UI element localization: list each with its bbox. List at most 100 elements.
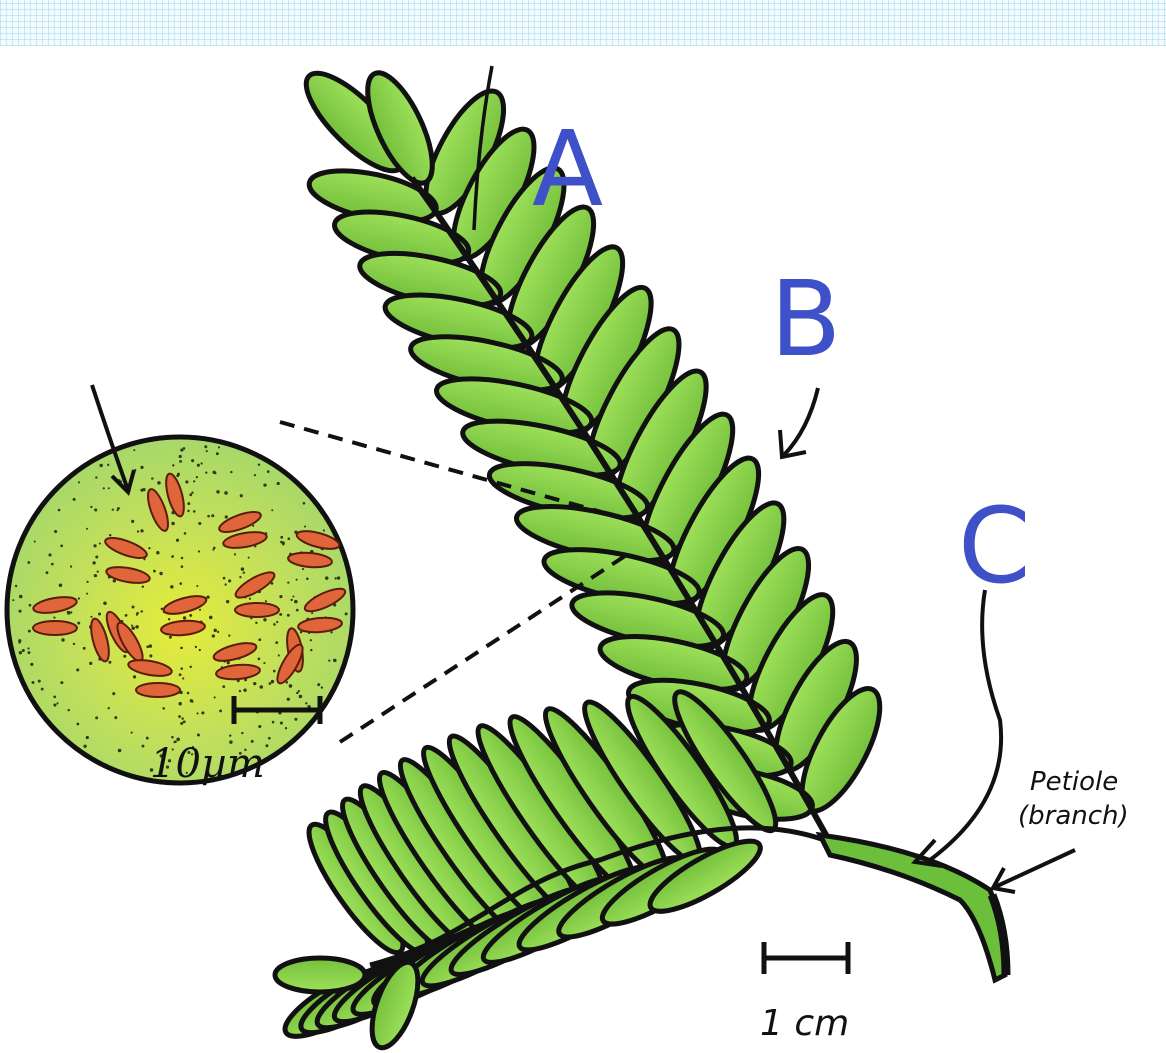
speckle (224, 583, 226, 585)
speckle (273, 670, 276, 673)
speckle (19, 595, 23, 599)
speckle (230, 471, 232, 473)
speckle (254, 474, 256, 476)
speckle (201, 462, 203, 464)
speckle (178, 702, 181, 705)
speckle (86, 593, 88, 595)
speckle (131, 624, 133, 626)
speckle (222, 685, 225, 688)
speckle (95, 476, 97, 478)
speckle (198, 550, 200, 552)
speckle (132, 605, 135, 608)
speckle (22, 649, 25, 652)
speckle (197, 464, 200, 467)
speckle (60, 681, 63, 684)
speckle (225, 515, 228, 518)
speckle (258, 658, 261, 661)
speckle (325, 576, 328, 579)
speckle (209, 616, 213, 620)
speckle (224, 491, 228, 495)
speckle (181, 717, 183, 719)
speckle (53, 703, 56, 706)
speckle (181, 557, 184, 560)
speckle (272, 721, 275, 724)
speckle (157, 481, 161, 485)
speckle (46, 571, 49, 574)
speckle (98, 612, 101, 615)
speckle (212, 471, 215, 474)
speckle (276, 621, 278, 623)
speckle (179, 455, 182, 458)
speckle (142, 745, 145, 748)
chloroplast (235, 603, 279, 617)
speckle (133, 449, 135, 451)
speckle (41, 688, 44, 691)
speckle (87, 581, 89, 583)
speckle (273, 623, 276, 626)
speckle (179, 673, 182, 676)
speckle (223, 577, 226, 580)
speckle (304, 525, 306, 527)
speckle (179, 582, 182, 585)
speckle (216, 490, 219, 493)
speckle (333, 659, 337, 663)
speckle (58, 509, 61, 512)
speckle (240, 494, 243, 497)
speckle (228, 579, 231, 582)
label-c: C (958, 485, 1031, 607)
speckle (159, 572, 162, 575)
speckle (243, 571, 245, 573)
speckle (345, 612, 348, 615)
speckle (206, 450, 208, 452)
speckle (28, 651, 31, 654)
speckle (187, 510, 189, 512)
speckle (183, 616, 186, 619)
speckle (142, 586, 144, 588)
speckle (95, 716, 98, 719)
speckle (229, 734, 231, 736)
speckle (285, 727, 287, 729)
speckle (249, 598, 251, 600)
speckle (177, 473, 180, 476)
speckle (287, 614, 290, 617)
speckle (258, 638, 261, 641)
speckle (76, 723, 79, 726)
speckle (268, 737, 271, 740)
speckle (93, 544, 96, 547)
speckle (287, 537, 290, 540)
speckle (114, 716, 117, 719)
speckle (275, 641, 278, 644)
speckle (34, 541, 36, 543)
speckle (48, 553, 51, 556)
speckle (19, 610, 22, 613)
speckle (243, 688, 246, 691)
speckle (199, 609, 201, 611)
speckle (328, 660, 330, 662)
speckle (191, 491, 193, 493)
speckle (265, 600, 267, 602)
speckle (146, 737, 149, 740)
speckle (195, 646, 197, 648)
speckle (228, 634, 230, 636)
speckle (86, 736, 89, 739)
speckle (162, 707, 165, 710)
speckle (259, 685, 263, 689)
speckle (169, 636, 172, 639)
label-b: B (770, 258, 841, 380)
speckle (112, 692, 115, 695)
speckle (140, 466, 143, 469)
speckle (198, 522, 201, 525)
speckle (287, 581, 289, 583)
speckle (83, 647, 86, 650)
speckle (271, 680, 274, 683)
speckle (183, 720, 186, 723)
speckle (337, 576, 340, 579)
speckle (199, 649, 201, 651)
speckle (321, 686, 323, 688)
speckle (170, 585, 173, 588)
speckle (255, 622, 257, 624)
speckle (296, 609, 299, 612)
speckle (310, 639, 312, 641)
speckle (181, 565, 184, 568)
